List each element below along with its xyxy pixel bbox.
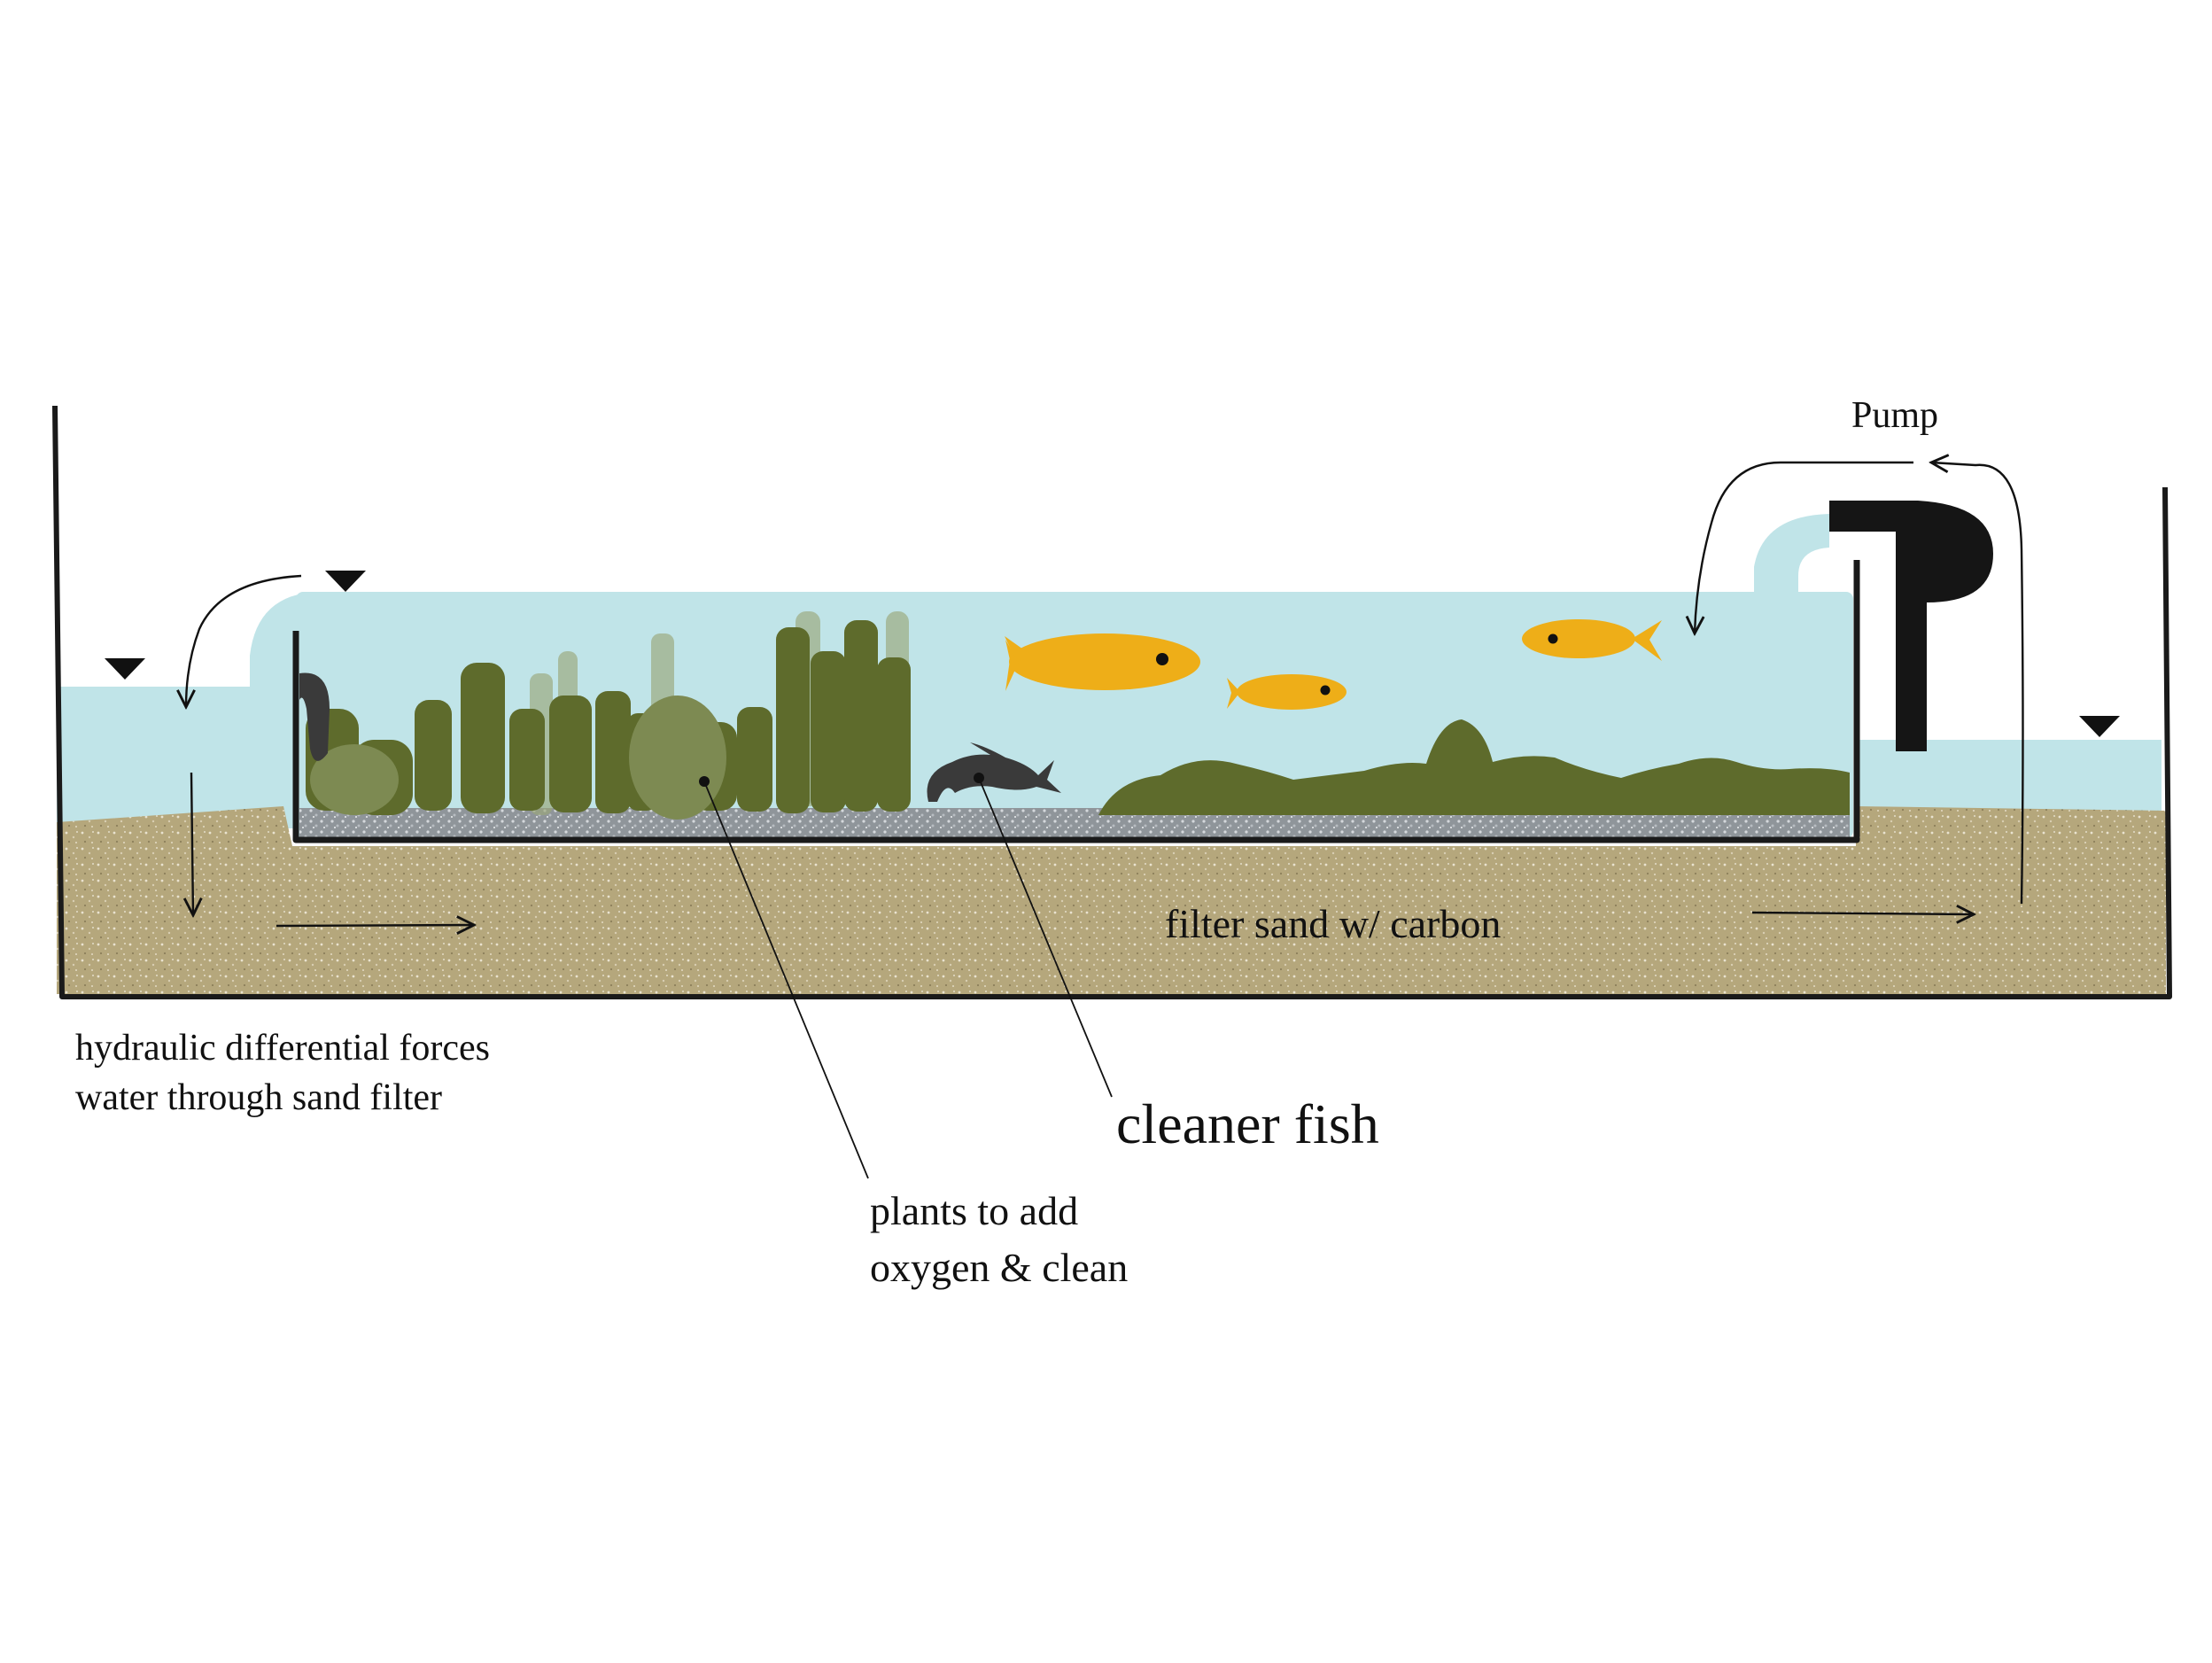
outer-basin <box>52 405 2172 999</box>
yellow-fish-right <box>1522 619 1662 661</box>
arrow-right-sand <box>1751 913 1974 914</box>
leader-lines <box>703 777 1113 1179</box>
arrow-down-left <box>191 772 193 915</box>
tank-wall-left <box>292 560 1860 843</box>
label-hydraulic-line1: hydraulic differential forces <box>75 1028 490 1069</box>
cleaner-fish-shape <box>927 742 1061 802</box>
label-plants-line2: oxygen & clean <box>870 1245 1128 1290</box>
plants-left <box>299 611 911 820</box>
leader-dot-cleaner <box>974 773 984 783</box>
plants-right <box>1098 719 1850 815</box>
outer-water-left <box>57 687 299 828</box>
outer-sand <box>57 806 2166 994</box>
label-filter-sand: filter sand w/ carbon <box>1165 901 1501 946</box>
yellow-fish-large <box>1005 633 1200 691</box>
arrow-right-left <box>276 925 474 926</box>
water-level-icon-right <box>2079 716 2120 737</box>
outer-basin-outline <box>52 405 2172 999</box>
inlet-creature <box>299 672 330 761</box>
label-hydraulic-line2: water through sand filter <box>75 1077 442 1118</box>
label-cleaner-fish: cleaner fish <box>1116 1092 1379 1155</box>
water-level-icon-left <box>105 658 145 680</box>
flow-arrows <box>186 461 2024 926</box>
pump-icon <box>1829 501 1993 751</box>
water-level-icon-tank <box>325 571 366 592</box>
label-pump: Pump <box>1851 395 1938 436</box>
yellow-fish-small <box>1227 674 1347 710</box>
arrow-pump-out <box>1695 461 1913 633</box>
leader-dot-plants <box>699 776 710 787</box>
arrow-curve-left <box>186 574 302 707</box>
label-plants-line1: plants to add <box>870 1188 1078 1233</box>
arrow-pump-up <box>1931 462 2024 905</box>
outlet-pipe <box>1754 514 1829 592</box>
